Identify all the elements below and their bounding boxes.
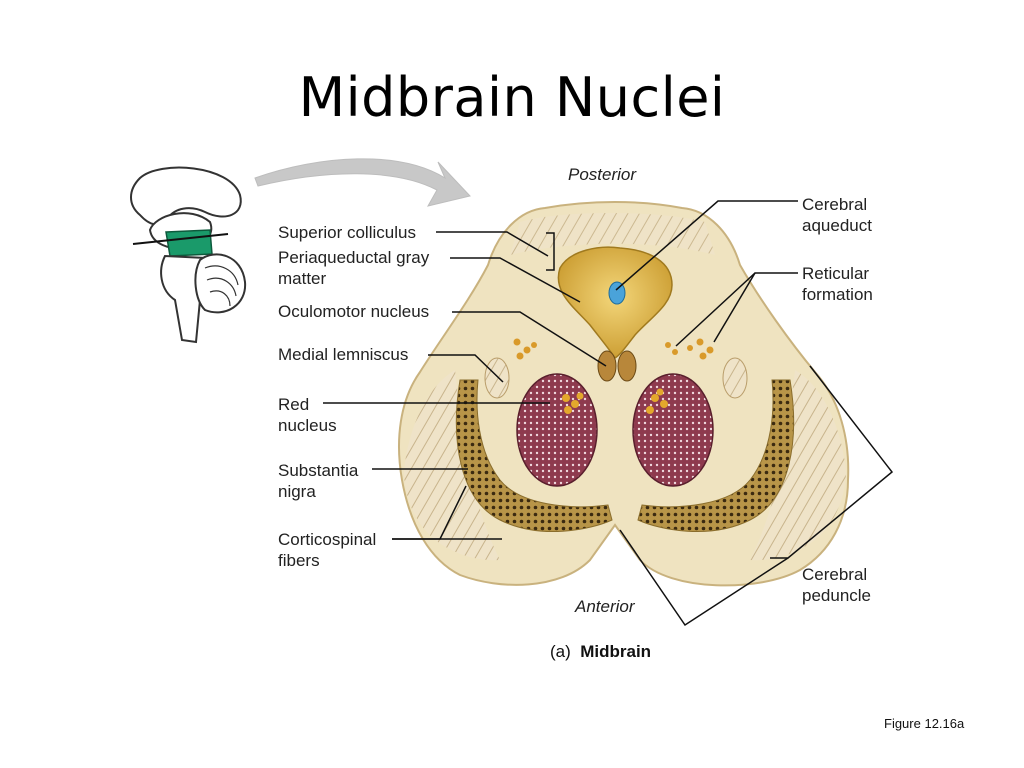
substantia-nigra-right bbox=[637, 379, 795, 532]
midbrain-highlight bbox=[165, 229, 213, 257]
label-oculomotor-nucleus: Oculomotor nucleus bbox=[278, 302, 430, 321]
oculomotor-nucleus-right bbox=[617, 350, 637, 382]
slide-title: Midbrain Nuclei bbox=[298, 66, 726, 129]
label-substantia-nigra-line2: nigra bbox=[278, 482, 316, 501]
label-corticospinal-line1: Corticospinal bbox=[278, 530, 377, 549]
label-medial-lemniscus: Medial lemniscus bbox=[278, 345, 409, 364]
label-red-nucleus-line2: nucleus bbox=[278, 416, 337, 435]
brain-thumbnail bbox=[130, 166, 247, 344]
label-red-nucleus-line1: Red bbox=[278, 395, 310, 414]
label-periaqueductal-line1: Periaqueductal gray bbox=[278, 248, 430, 267]
label-superior-colliculus: Superior colliculus bbox=[278, 223, 416, 242]
substantia-nigra-left bbox=[455, 379, 613, 532]
label-substantia-nigra-line1: Substantia bbox=[278, 461, 359, 480]
caption-name: Midbrain bbox=[580, 642, 652, 661]
figure-reference: Figure 12.16a bbox=[884, 716, 965, 731]
midbrain-section bbox=[398, 201, 850, 587]
curved-arrow-icon bbox=[254, 158, 471, 207]
red-nucleus-left bbox=[516, 373, 598, 487]
cerebral-aqueduct bbox=[608, 281, 626, 305]
red-nucleus-right bbox=[632, 373, 714, 487]
oculomotor-nucleus-left bbox=[597, 350, 617, 382]
diagram-caption: (a) Midbrain bbox=[550, 642, 651, 662]
label-corticospinal-line2: fibers bbox=[278, 551, 320, 570]
label-cerebral-aqueduct-line2: aqueduct bbox=[802, 216, 872, 235]
leader-lines bbox=[323, 200, 894, 627]
label-cerebral-peduncle-line2: peduncle bbox=[802, 586, 872, 605]
section-plane-line bbox=[132, 233, 229, 245]
reticular-formation-dots bbox=[513, 338, 714, 360]
label-periaqueductal-line2: matter bbox=[278, 269, 327, 288]
caption-part: (a) bbox=[550, 642, 571, 661]
label-reticular-formation-line2: formation bbox=[802, 285, 873, 304]
label-reticular-formation-line1: Reticular bbox=[802, 264, 870, 283]
label-anterior: Anterior bbox=[575, 597, 635, 616]
label-cerebral-peduncle-line1: Cerebral bbox=[802, 565, 868, 584]
label-posterior: Posterior bbox=[568, 165, 637, 184]
label-cerebral-aqueduct-line1: Cerebral bbox=[802, 195, 868, 214]
